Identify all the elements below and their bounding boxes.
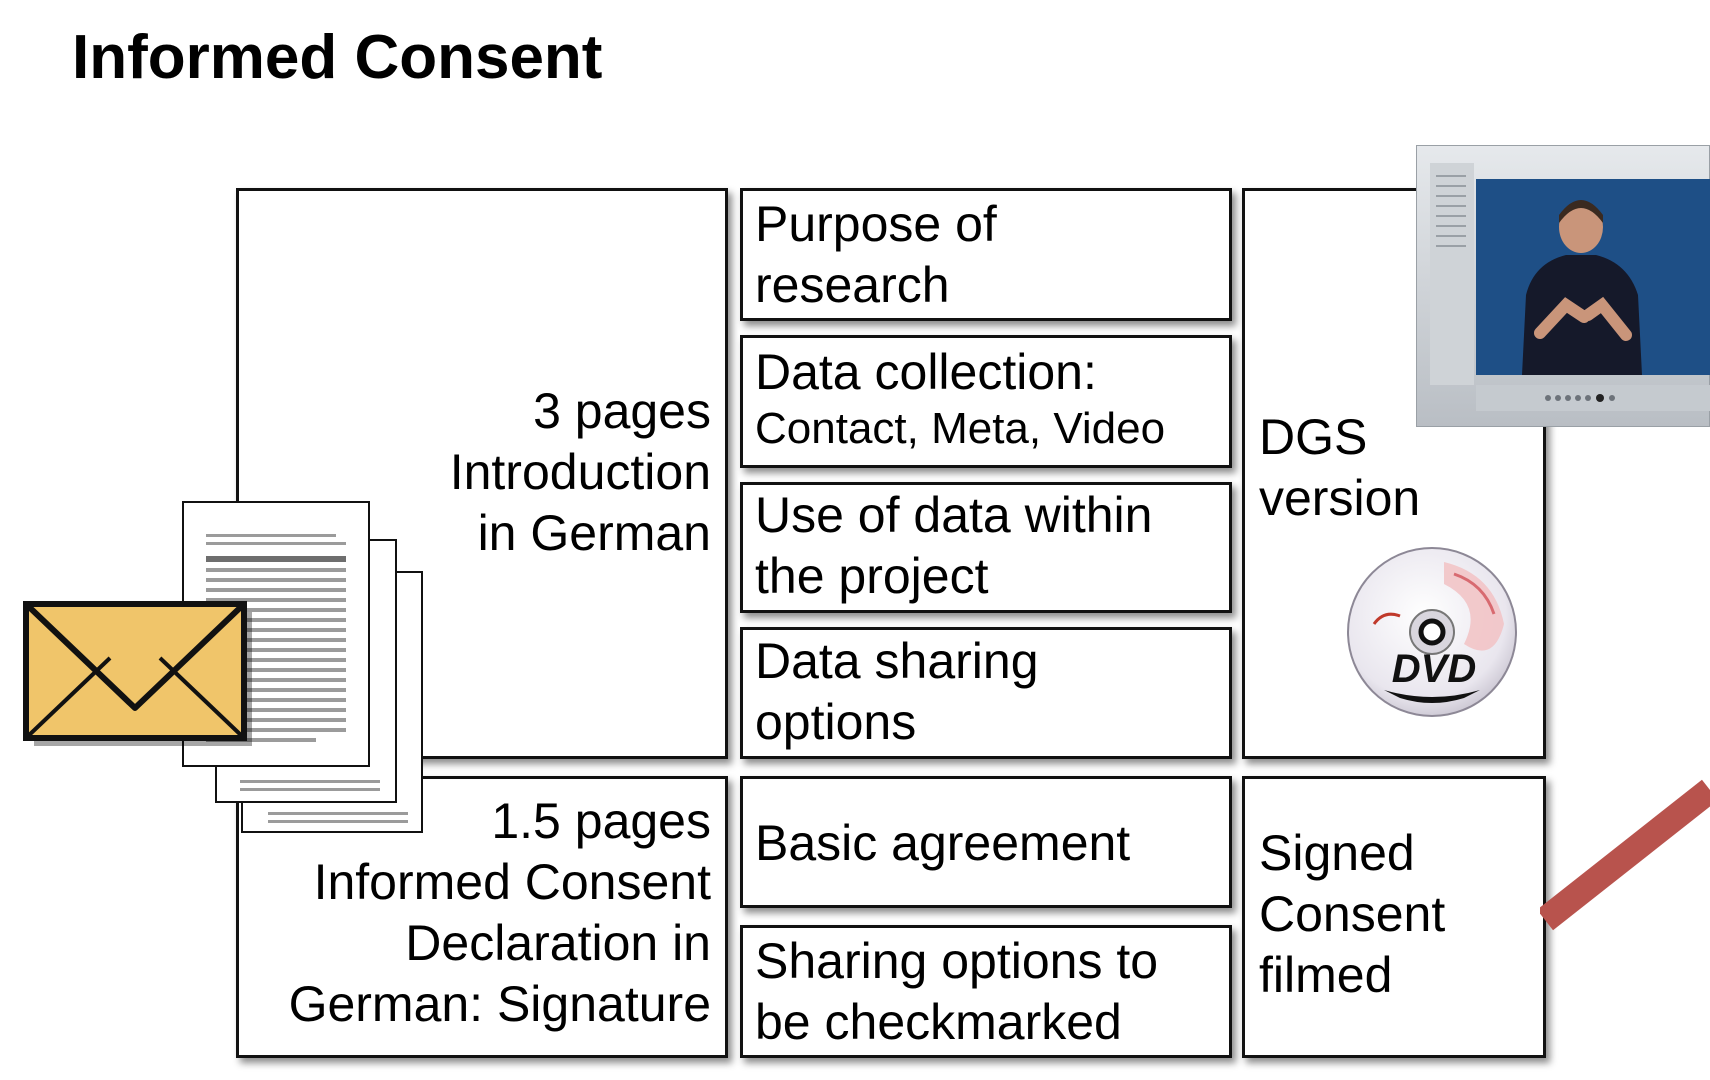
dvd-icon: DVD (1347, 547, 1517, 717)
dvd-logo-text: DVD (1392, 647, 1476, 691)
use-of-data-text: Use of data within the project (755, 487, 1153, 604)
envelope-with-pages (23, 501, 423, 833)
dgs-version-text: DGS version (1259, 409, 1421, 526)
basic-agreement-text: Basic agreement (755, 815, 1131, 871)
data-collection-title: Data collection: (755, 344, 1097, 400)
checkmarked-text: Sharing options to be checkmarked (755, 933, 1159, 1050)
intro-text: 3 pages Introduction in German (449, 383, 711, 561)
data-collection-box: Data collection: Contact, Meta, Video (740, 335, 1232, 468)
tv-icon (1416, 145, 1710, 427)
envelope-icon (23, 601, 252, 746)
use-of-data-box: Use of data within the project (740, 482, 1232, 613)
page-title: Informed Consent (72, 23, 603, 92)
signed-consent-box: Signed Consent filmed (1242, 776, 1546, 1058)
signed-consent-text: Signed Consent filmed (1259, 825, 1446, 1003)
consent-doc-text: 1.5 pages Informed Consent Declaration i… (288, 793, 711, 1032)
basic-agreement-box: Basic agreement (740, 776, 1232, 908)
checkmarked-box: Sharing options to be checkmarked (740, 925, 1232, 1058)
purpose-text: Purpose of research (755, 196, 997, 313)
sharing-options-box: Data sharing options (740, 627, 1232, 759)
accent-line (1540, 779, 1710, 931)
data-collection-detail: Contact, Meta, Video (755, 404, 1166, 453)
sharing-options-text: Data sharing options (755, 633, 1039, 750)
consent-doc-box: 1.5 pages Informed Consent Declaration i… (236, 776, 728, 1058)
purpose-box: Purpose of research (740, 188, 1232, 321)
